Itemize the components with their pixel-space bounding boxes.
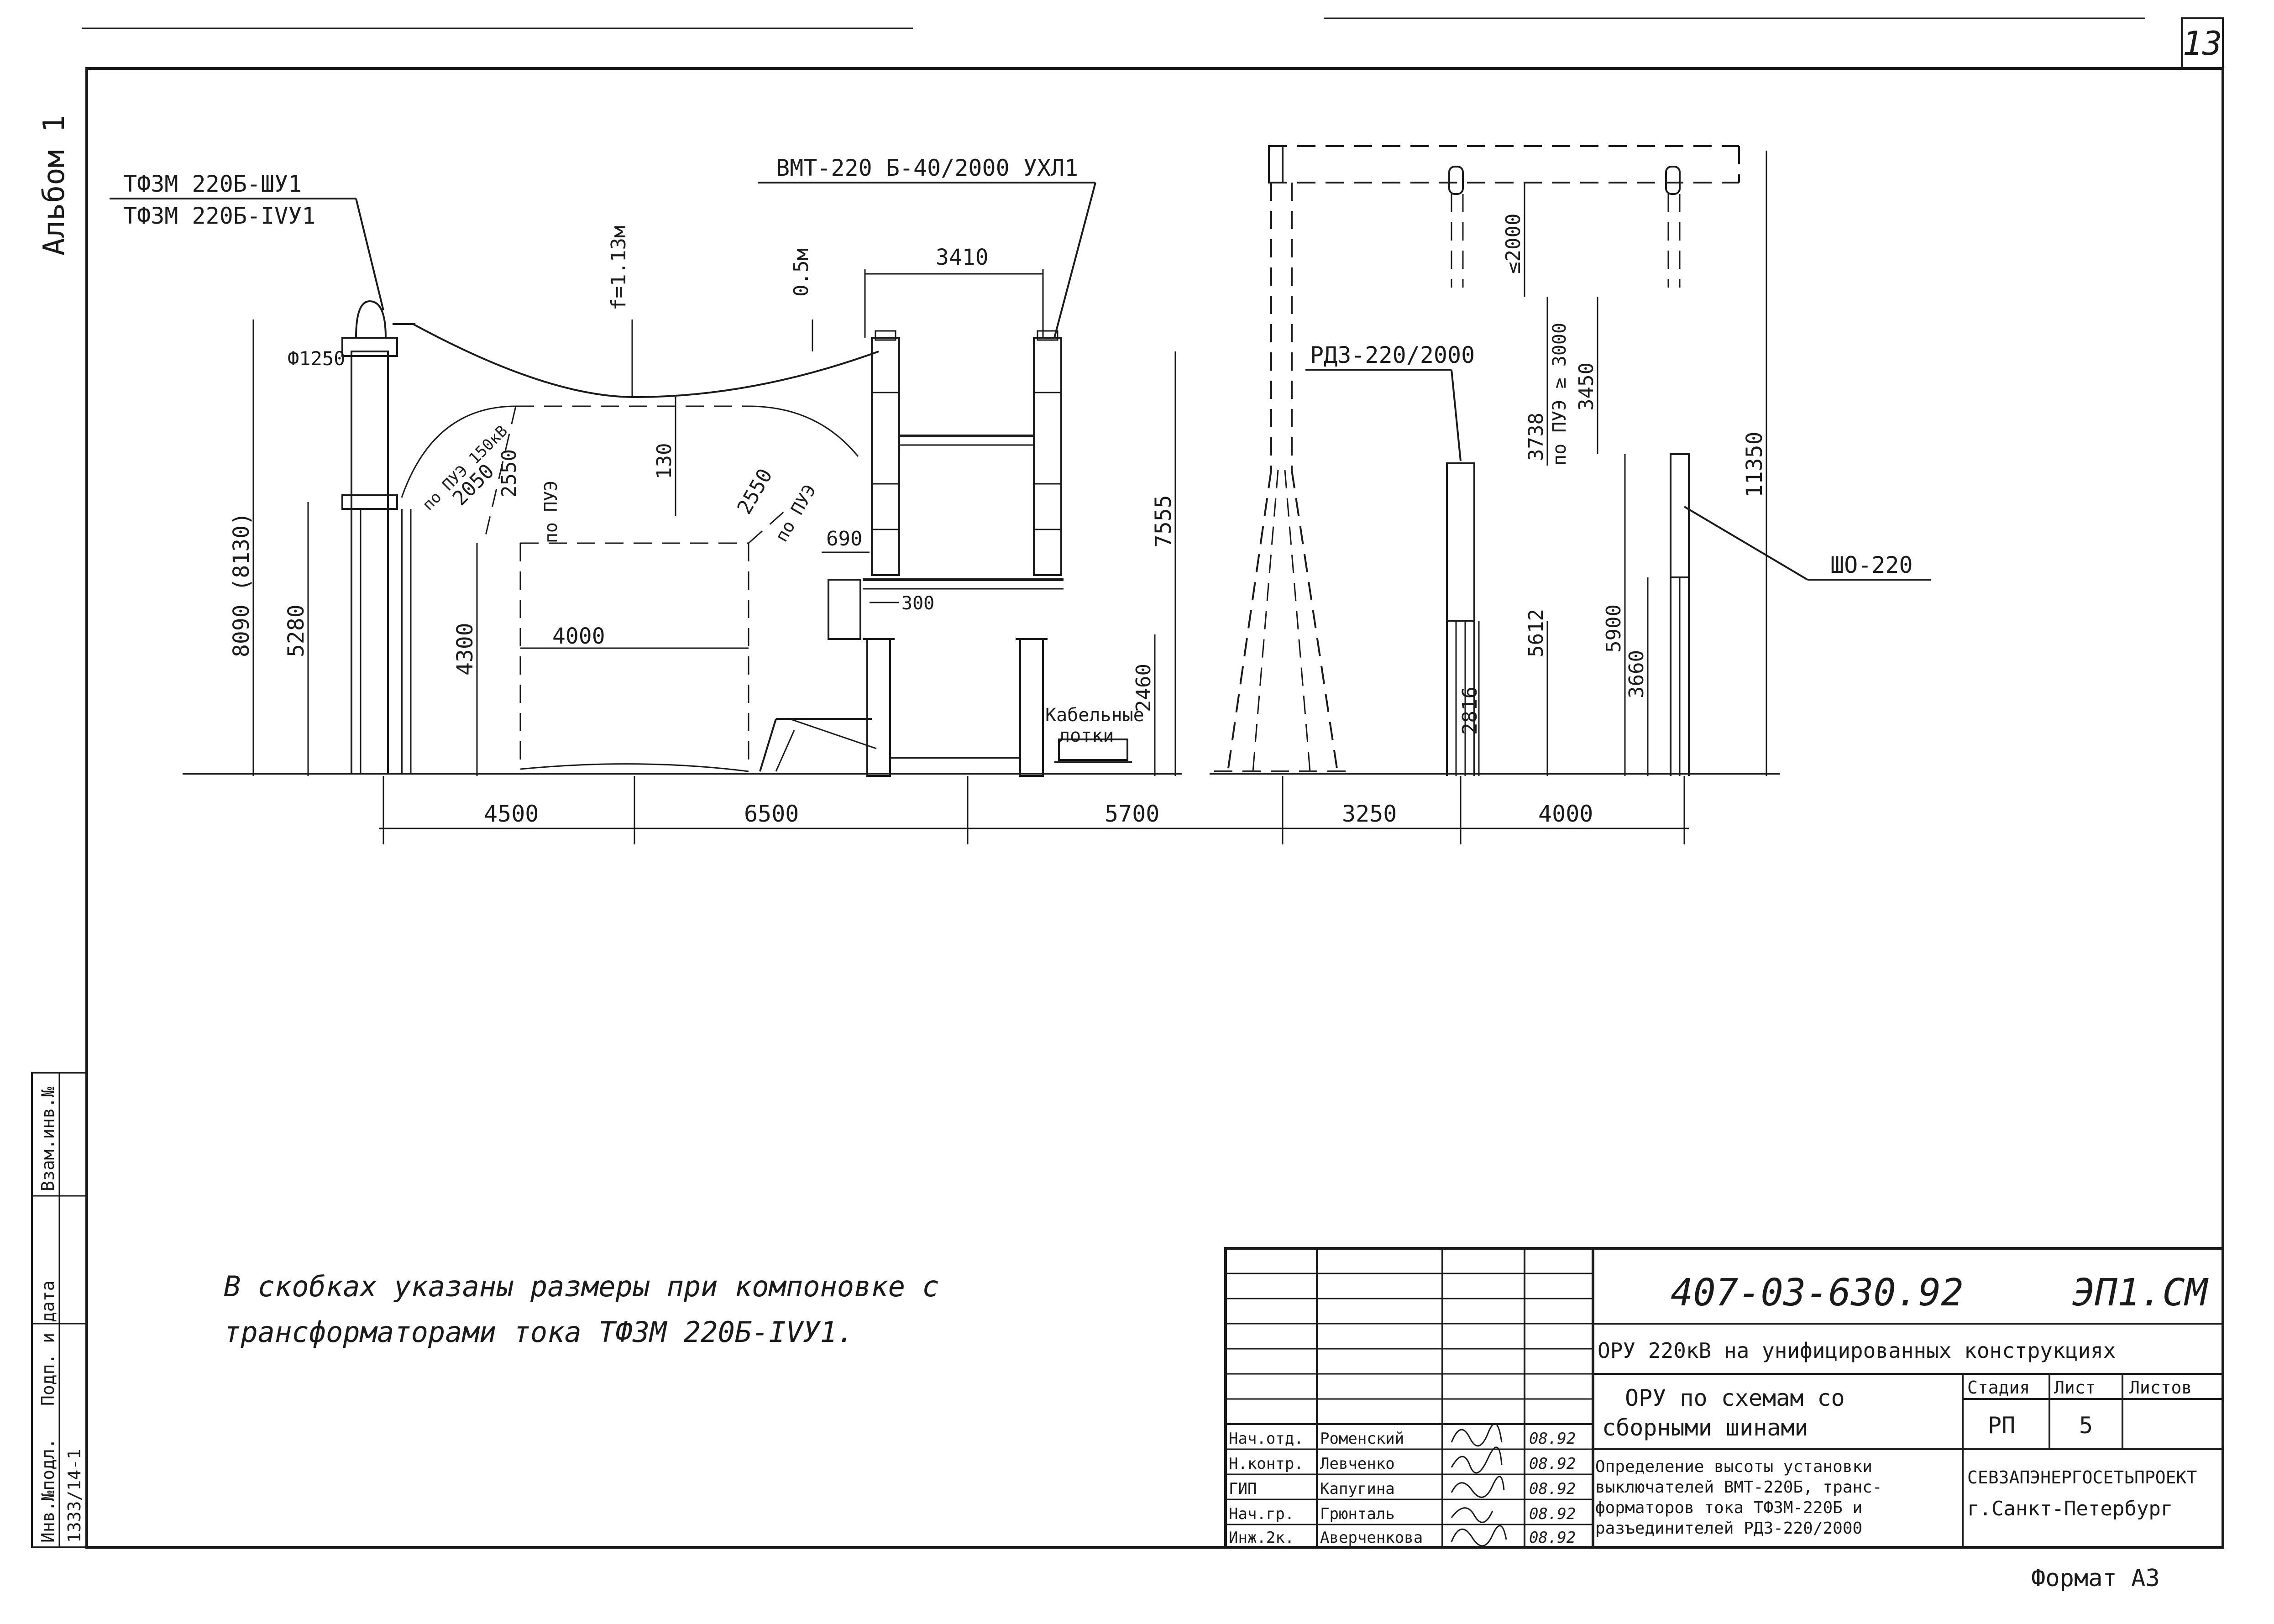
dim-3450: 3450 <box>1575 362 1598 411</box>
label-pue-3000: по ПУЭ ≥ 3000 <box>1549 323 1570 466</box>
dim-2550-left: 2550 <box>498 449 521 498</box>
side-stamp: Инв.№подл. Подп. и дата Взам.инв.№ 1333/… <box>31 1072 88 1548</box>
section-title-1: ОРУ по схемам со <box>1625 1385 1845 1411</box>
dim-4300: 4300 <box>452 623 478 676</box>
label-breaker: ВМТ-220 Б-40/2000 УХЛ1 <box>776 155 1078 181</box>
dim-2550-right: 2550 <box>733 465 777 518</box>
signatory-date: 08.92 <box>1529 1430 1576 1448</box>
signatory-name: Левченко <box>1320 1455 1395 1473</box>
portal-structure <box>1214 145 1740 772</box>
page-number: 13 <box>2183 24 2222 63</box>
dim-3410: 3410 <box>936 245 989 270</box>
sheet-code: ЭП1.СМ <box>2072 1271 2209 1315</box>
signatory-date: 08.92 <box>1529 1505 1576 1523</box>
label-ct-lower: ТФЗМ 220Б-IVУ1 <box>123 203 315 229</box>
dim-5900: 5900 <box>1602 604 1625 653</box>
signatory-role: Н.контр. <box>1229 1455 1304 1473</box>
dim-5612: 5612 <box>1525 609 1548 657</box>
organization-line-1: СЕВЗАПЭНЕРГОСЕТЬПРОЕКТ <box>1967 1467 2197 1488</box>
clearance-arc-left <box>401 405 516 498</box>
stamp-field-sign: Подп. и дата <box>38 1280 58 1406</box>
signatory-role: ГИП <box>1229 1480 1257 1498</box>
label-diameter: Ф1250 <box>288 347 345 370</box>
dim-base-3250: 3250 <box>1342 801 1397 827</box>
label-disconnector: РДЗ-220/2000 <box>1310 342 1475 368</box>
signatory-date: 08.92 <box>1529 1480 1576 1498</box>
dim-690: 690 <box>826 527 862 550</box>
description-line-4: разъединителей РДЗ-220/2000 <box>1595 1519 1862 1538</box>
stamp-inventory-number: 1333/14-1 <box>64 1449 84 1543</box>
dim-0-5m: 0.5м <box>790 248 813 297</box>
sheets-header: Листов <box>2129 1378 2192 1398</box>
dim-base-4500: 4500 <box>484 801 539 827</box>
label-ct-upper: ТФЗМ 220Б-ШУ1 <box>123 171 302 197</box>
title-block: 407-03-630.92 ЭП1.СМ ОРУ 220кВ на унифиц… <box>1224 1247 2224 1549</box>
dim-3738: 3738 <box>1525 413 1548 461</box>
dim-2000: ≤2000 <box>1502 214 1525 274</box>
page-number-box <box>2181 17 2224 69</box>
dim-base-5700: 5700 <box>1105 801 1159 827</box>
label-insulator: ШО-220 <box>1830 552 1913 578</box>
disconnector <box>1446 462 1475 776</box>
signature-scribble <box>1451 1423 1503 1447</box>
dim-11350: 11350 <box>1742 432 1767 498</box>
label-sag: f=1.13м <box>607 226 630 310</box>
stage-value: РП <box>1988 1412 2015 1439</box>
label-cable-tray-2: лотки <box>1059 725 1114 746</box>
signature-scribble <box>1451 1525 1507 1547</box>
dim-2460: 2460 <box>1132 664 1155 712</box>
album-label: Альбом 1 <box>37 115 71 256</box>
signature-scribble <box>1451 1476 1505 1498</box>
dim-5280: 5280 <box>283 604 309 657</box>
dim-3660: 3660 <box>1625 650 1648 698</box>
signatory-date: 08.92 <box>1529 1529 1576 1547</box>
dimension-values: 8090 (8130) 5280 4300 2550 2050 2550 130… <box>229 214 1767 827</box>
signatory-role: Нач.гр. <box>1229 1505 1294 1523</box>
note-line-1: В скобках указаны размеры при компоновке… <box>224 1270 939 1303</box>
label-cable-tray-1: Кабельные <box>1045 705 1144 726</box>
doc-code: 407-03-630.92 <box>1671 1271 1964 1315</box>
organization-line-2: г.Санкт-Петербург <box>1967 1497 2173 1520</box>
note-line-2: трансформаторами тока ТФЗМ 220Б-IVУ1. <box>224 1315 854 1349</box>
stage-header: Стадия <box>1967 1378 2030 1398</box>
project-title: ОРУ 220кВ на унифицированных конструкция… <box>1598 1338 2116 1363</box>
dim-base-6500: 6500 <box>744 801 799 827</box>
section-title-2: сборными шинами <box>1602 1414 1808 1441</box>
current-transformer <box>341 300 415 775</box>
signatory-name: Грюнталь <box>1320 1505 1395 1523</box>
description-line-2: выключателей ВМТ-220Б, транс- <box>1595 1478 1882 1497</box>
dim-4000: 4000 <box>552 623 605 649</box>
dim-8090: 8090 (8130) <box>229 512 254 657</box>
label-clearance-pue-2: по ПУЭ <box>771 481 820 545</box>
dim-130: 130 <box>653 443 676 479</box>
dim-300: 300 <box>901 593 934 614</box>
signatory-date: 08.92 <box>1529 1455 1576 1473</box>
signatory-role: Нач.отд. <box>1229 1430 1304 1448</box>
description-line-1: Определение высоты установки <box>1595 1457 1872 1476</box>
description-line-3: форматоров тока ТФЗМ-220Б и <box>1595 1498 1862 1517</box>
signatory-role: Инж.2к. <box>1229 1529 1294 1547</box>
signatory-name: Роменский <box>1320 1430 1404 1448</box>
signatory-name: Капугина <box>1320 1480 1395 1498</box>
sheet-header: Лист <box>2054 1378 2096 1398</box>
clearance-arc-right <box>748 405 859 457</box>
sag-conductor <box>413 323 879 398</box>
signature-scribble <box>1451 1507 1493 1523</box>
dim-2816: 2816 <box>1458 686 1482 735</box>
circuit-breaker <box>759 330 1064 777</box>
signatory-name: Аверченкова <box>1320 1529 1423 1547</box>
stamp-field-replace: Взам.инв.№ <box>38 1087 58 1191</box>
label-clearance-pue-1: по ПУЭ <box>541 481 561 543</box>
signature-scribble <box>1451 1446 1503 1474</box>
elevation-drawing <box>110 145 1931 844</box>
sheet-value: 5 <box>2079 1412 2093 1439</box>
format-label: Формат А3 <box>2031 1565 2160 1592</box>
support-insulator <box>1670 453 1690 776</box>
dim-7555: 7555 <box>1151 495 1176 548</box>
stamp-field-inv: Инв.№подл. <box>38 1438 58 1543</box>
cable-tray <box>1058 739 1128 761</box>
dim-base-4000: 4000 <box>1538 801 1593 827</box>
